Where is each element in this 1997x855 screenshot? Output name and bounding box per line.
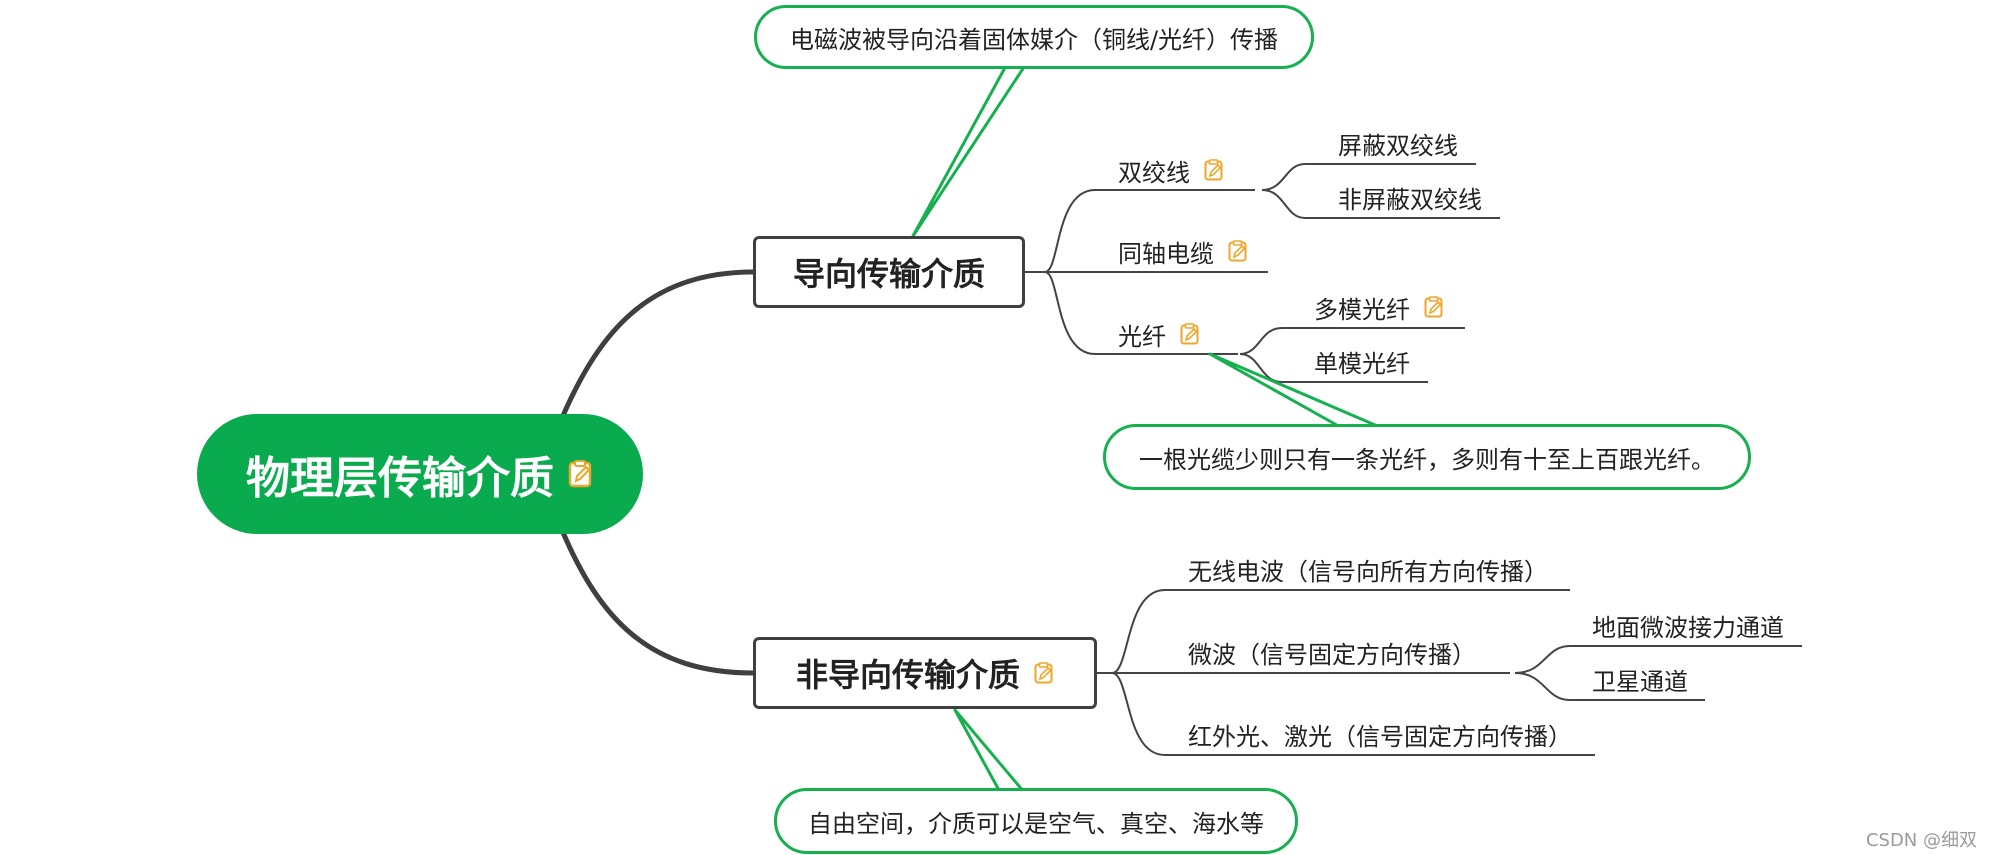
topic-coax-cable-label: 同轴电缆 <box>1118 239 1214 268</box>
topic-infrared-laser-label: 红外光、激光（信号固定方向传播） <box>1188 722 1572 751</box>
connector-microwave-satellite <box>1514 672 1705 701</box>
connector-root-guided <box>559 269 754 419</box>
topic-guided-media[interactable]: 导向传输介质 <box>753 236 1025 308</box>
topic-radio-waves[interactable]: 无线电波（信号向所有方向传播） <box>1188 552 1548 586</box>
topic-shielded-twisted-pair[interactable]: 屏蔽双绞线 <box>1338 126 1458 160</box>
topic-optical-fiber-label: 光纤 <box>1118 322 1166 351</box>
connector-unguided-infrared <box>1111 672 1595 756</box>
connector-twisted-unshielded <box>1261 189 1500 219</box>
connector-unguided-radio <box>1097 589 1570 674</box>
topic-singlemode-fiber-label: 单模光纤 <box>1314 349 1410 378</box>
topic-twisted-pair-label: 双绞线 <box>1118 158 1190 187</box>
note-icon[interactable] <box>1204 159 1224 181</box>
callout-fiber-text: 一根光缆少则只有一条光纤，多则有十至上百跟光纤。 <box>1139 445 1715 474</box>
root-topic-label: 物理层传输介质 <box>246 453 554 504</box>
topic-radio-waves-label: 无线电波（信号向所有方向传播） <box>1188 557 1548 586</box>
callout-pointer-unguided <box>953 708 1026 794</box>
connector-fiber-multimode <box>1239 327 1465 355</box>
topic-unguided-media[interactable]: 非导向传输介质 <box>753 637 1097 709</box>
topic-satellite-channel-label: 卫星通道 <box>1592 667 1688 696</box>
connector-root-unguided <box>559 529 754 676</box>
topic-unshielded-twisted-pair[interactable]: 非屏蔽双绞线 <box>1338 180 1482 214</box>
connector-twisted-shielded <box>1261 163 1476 191</box>
topic-multimode-fiber[interactable]: 多模光纤 <box>1314 290 1444 324</box>
watermark: CSDN @细双 <box>1865 830 1977 851</box>
note-icon[interactable] <box>568 460 594 488</box>
callout-fiber-note: 一根光缆少则只有一条光纤，多则有十至上百跟光纤。 <box>1103 424 1751 490</box>
callout-unguided-note: 自由空间，介质可以是空气、真空、海水等 <box>774 788 1298 854</box>
topic-microwave[interactable]: 微波（信号固定方向传播） <box>1188 635 1476 669</box>
topic-optical-fiber[interactable]: 光纤 <box>1118 317 1200 351</box>
topic-coax-cable[interactable]: 同轴电缆 <box>1118 234 1248 268</box>
topic-infrared-laser[interactable]: 红外光、激光（信号固定方向传播） <box>1188 717 1572 751</box>
note-icon[interactable] <box>1424 296 1444 318</box>
topic-unguided-media-label: 非导向传输介质 <box>795 656 1020 694</box>
callout-guided-note: 电磁波被导向沿着固体媒介（铜线/光纤）传播 <box>754 5 1314 69</box>
connector-guided-twisted <box>1025 189 1255 273</box>
root-topic[interactable]: 物理层传输介质 <box>197 414 643 534</box>
connector-fiber-singlemode <box>1239 353 1428 383</box>
topic-unshielded-twisted-pair-label: 非屏蔽双绞线 <box>1338 185 1482 214</box>
note-icon[interactable] <box>1228 240 1248 262</box>
topic-singlemode-fiber[interactable]: 单模光纤 <box>1314 344 1410 378</box>
note-icon[interactable] <box>1180 323 1200 345</box>
callout-unguided-text: 自由空间，介质可以是空气、真空、海水等 <box>808 809 1264 838</box>
connector-guided-fiber <box>1044 271 1238 355</box>
topic-terrestrial-microwave-relay[interactable]: 地面微波接力通道 <box>1592 608 1784 642</box>
note-icon[interactable] <box>1034 662 1054 684</box>
topic-twisted-pair[interactable]: 双绞线 <box>1118 153 1224 187</box>
topic-multimode-fiber-label: 多模光纤 <box>1314 295 1410 324</box>
topic-satellite-channel[interactable]: 卫星通道 <box>1592 662 1688 696</box>
callout-guided-text: 电磁波被导向沿着固体媒介（铜线/光纤）传播 <box>789 25 1279 54</box>
topic-microwave-label: 微波（信号固定方向传播） <box>1188 640 1476 669</box>
topic-terrestrial-microwave-relay-label: 地面微波接力通道 <box>1592 613 1784 642</box>
callout-pointer-guided <box>911 62 1028 238</box>
topic-shielded-twisted-pair-label: 屏蔽双绞线 <box>1338 131 1458 160</box>
topic-guided-media-label: 导向传输介质 <box>792 255 985 293</box>
connector-microwave-terrestrial <box>1514 645 1802 674</box>
